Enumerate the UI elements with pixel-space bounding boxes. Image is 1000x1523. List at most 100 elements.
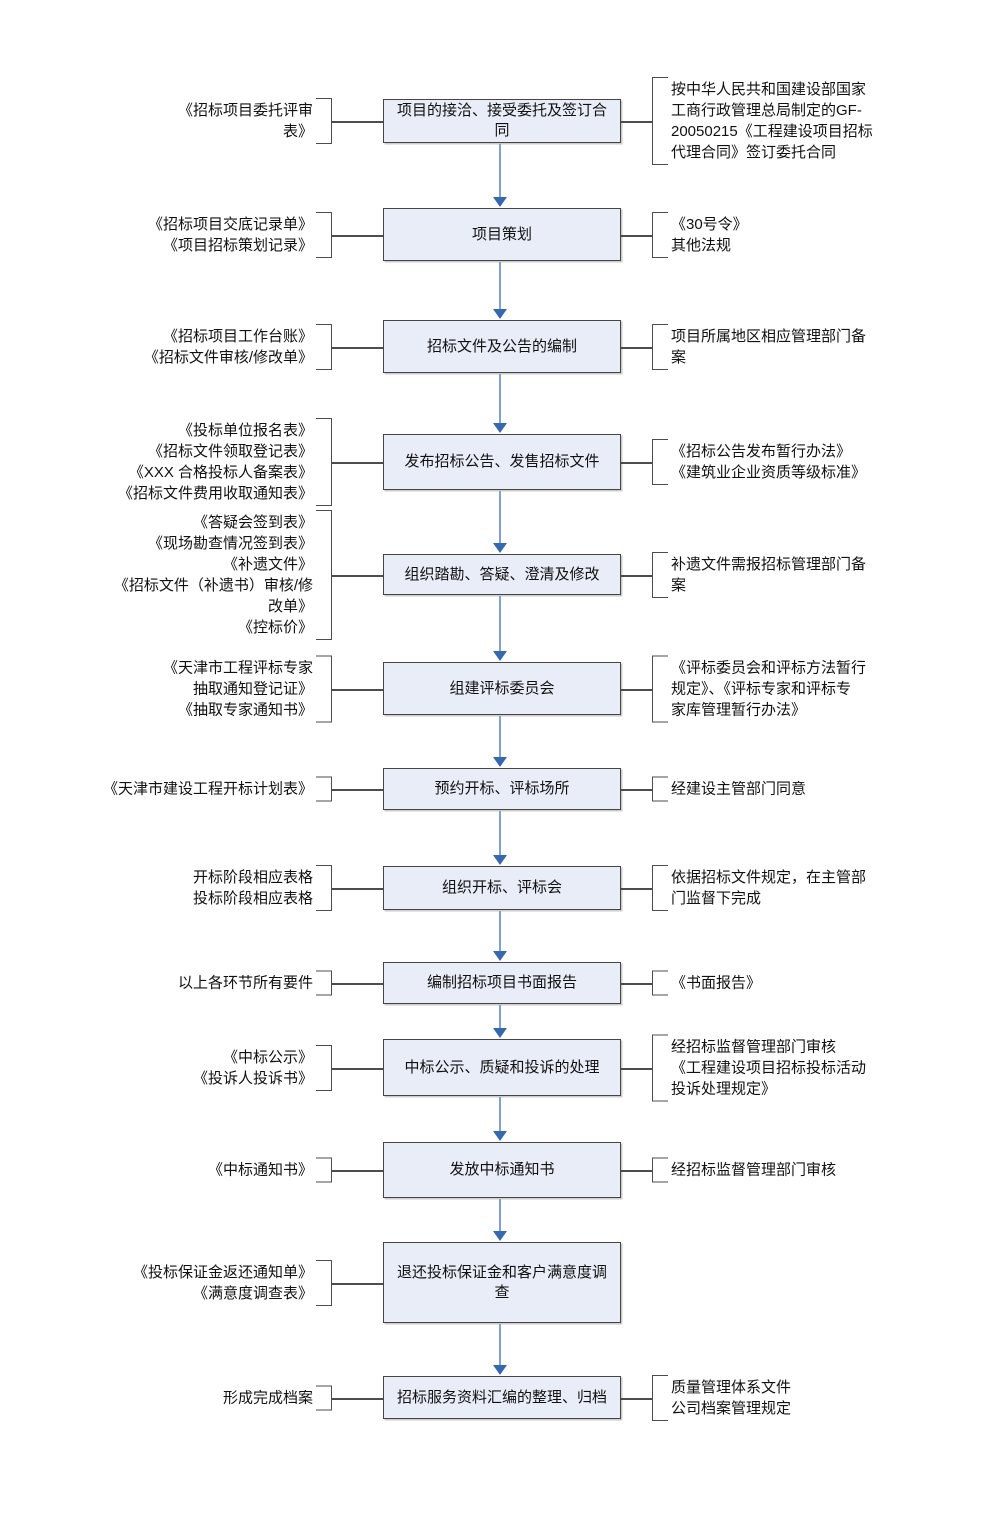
flow-step-row: 《投标保证金返还通知单》 《满意度调查表》 退还投标保证金和客户满意度调 查 [0, 1242, 1000, 1323]
right-note-callout: 《招标公告发布暂行办法》 《建筑业企业资质等级标准》 [652, 439, 866, 485]
arrow-stem [499, 1097, 501, 1132]
arrow-stem [499, 596, 501, 652]
arrow-head-icon [493, 309, 507, 319]
right-note-callout: 《评标委员会和评标方法暂行 规定》、《评标专家和评标专 家库管理暂行办法》 [652, 655, 866, 722]
flow-step-row: 《招标项目交底记录单》 《项目招标策划记录》 项目策划 《30号令》 其他法规 [0, 208, 1000, 261]
left-connector-line [332, 983, 383, 985]
left-documents-callout: 《投标单位报名表》 《招标文件领取登记表》 《XXX 合格投标人备案表》 《招标… [118, 418, 332, 506]
process-box-label: 组建评标委员会 [449, 679, 555, 697]
arrow-head-icon [493, 1131, 507, 1141]
arrow-head-icon [493, 651, 507, 661]
process-box: 发放中标通知书 [383, 1142, 621, 1198]
arrow-head-icon [493, 951, 507, 961]
arrow-stem [499, 144, 501, 198]
right-note-text: 《评标委员会和评标方法暂行 规定》、《评标专家和评标专 家库管理暂行办法》 [671, 659, 867, 718]
right-note-callout: 项目所属地区相应管理部门备 案 [652, 323, 867, 370]
arrow-head-icon [493, 757, 507, 767]
right-bracket-icon [652, 970, 668, 996]
left-documents-text: 《答疑会签到表》 《现场勘查情况签到表》 《补遗文件》 《招标文件（补遗书）审核… [113, 513, 313, 636]
flow-step-row: 形成完成档案 招标服务资料汇编的整理、归档 质量管理体系文件 公司档案管理规定 [0, 1374, 1000, 1421]
left-connector-line [332, 888, 383, 890]
right-connector-line [621, 983, 652, 985]
flow-step-row: 《招标项目工作台账》 《招标文件审核/修改单》 招标文件及公告的编制 项目所属地… [0, 320, 1000, 373]
right-bracket-icon [652, 865, 668, 911]
flow-arrow [0, 1324, 1000, 1375]
process-box-label: 组织踏勘、答疑、澄清及修改 [404, 565, 600, 583]
right-bracket-icon [652, 211, 668, 258]
right-bracket-icon [652, 323, 668, 370]
left-connector-line [332, 1397, 383, 1400]
left-documents-callout: 《天津市建设工程开标计划表》 [102, 776, 332, 802]
right-bracket-icon [652, 439, 668, 485]
right-connector-line [621, 1067, 652, 1070]
process-box: 招标服务资料汇编的整理、归档 [383, 1376, 621, 1419]
left-connector-line [332, 1282, 383, 1285]
right-connector-line [621, 1170, 652, 1172]
process-box-label: 项目的接洽、接受委托及签订合 同 [396, 102, 607, 139]
left-documents-text: 《中标公示》 《投诉人投诉书》 [192, 1048, 313, 1087]
left-bracket-icon [316, 1157, 332, 1183]
process-box: 编制招标项目书面报告 [383, 962, 621, 1004]
left-connector-line [332, 1067, 383, 1070]
left-bracket-icon [316, 211, 332, 258]
left-connector-line [332, 121, 383, 123]
process-box-label: 编制招标项目书面报告 [426, 974, 577, 991]
process-box-label: 中标公示、质疑和投诉的处理 [404, 1058, 600, 1076]
right-bracket-icon [652, 655, 668, 722]
right-note-text: 项目所属地区相应管理部门备 案 [671, 327, 867, 366]
right-connector-line [621, 346, 652, 349]
right-note-text: 《招标公告发布暂行办法》 《建筑业企业资质等级标准》 [671, 443, 867, 481]
left-documents-callout: 《天津市工程评标专家 抽取通知登记证》 《抽取专家通知书》 [163, 655, 332, 722]
arrow-head-icon [493, 855, 507, 865]
flow-step-row: 《中标公示》 《投诉人投诉书》 中标公示、质疑和投诉的处理 经招标监督管理部门审… [0, 1034, 1000, 1101]
right-note-callout: 经招标监督管理部门审核 《工程建设项目招标投标活动 投诉处理规定》 [652, 1034, 866, 1101]
right-connector-line [621, 462, 652, 464]
flow-step-row: 《投标单位报名表》 《招标文件领取登记表》 《XXX 合格投标人备案表》 《招标… [0, 418, 1000, 506]
right-connector-line [621, 1397, 652, 1400]
left-bracket-icon [316, 509, 332, 640]
left-documents-text: 以上各环节所有要件 [177, 974, 313, 992]
process-box-label: 招标服务资料汇编的整理、归档 [396, 1388, 607, 1406]
flow-step-row: 《答疑会签到表》 《现场勘查情况签到表》 《补遗文件》 《招标文件（补遗书）审核… [0, 509, 1000, 640]
left-bracket-icon [316, 323, 332, 370]
left-connector-line [332, 462, 383, 464]
right-note-text: 经建设主管部门同意 [671, 780, 807, 798]
left-documents-text: 《招标项目委托评审 表》 [177, 102, 313, 140]
arrow-stem [499, 374, 501, 424]
left-documents-text: 《投标保证金返还通知单》 《满意度调查表》 [132, 1263, 313, 1302]
left-bracket-icon [316, 418, 332, 506]
left-documents-text: 《天津市工程评标专家 抽取通知登记证》 《抽取专家通知书》 [162, 659, 313, 718]
right-note-callout: 《30号令》 其他法规 [652, 211, 748, 258]
process-box: 退还投标保证金和客户满意度调 查 [383, 1242, 621, 1323]
process-box: 项目策划 [383, 208, 621, 261]
right-bracket-icon [652, 1374, 668, 1421]
flow-step-row: 《天津市建设工程开标计划表》 预约开标、评标场所 经建设主管部门同意 [0, 768, 1000, 810]
left-documents-callout: 以上各环节所有要件 [177, 970, 332, 996]
arrow-head-icon [493, 543, 507, 553]
flow-arrow [0, 1097, 1000, 1141]
flow-arrow [0, 1199, 1000, 1241]
arrow-stem [499, 491, 501, 544]
right-note-text: 质量管理体系文件 公司档案管理规定 [671, 1378, 792, 1417]
left-documents-text: 《投标单位报名表》 《招标文件领取登记表》 《XXX 合格投标人备案表》 《招标… [117, 422, 313, 502]
flow-arrow [0, 262, 1000, 319]
left-documents-callout: 开标阶段相应表格 投标阶段相应表格 [193, 865, 332, 911]
process-box-label: 退还投标保证金和客户满意度调 查 [396, 1263, 607, 1301]
flow-step-row: 《中标通知书》 发放中标通知书 经招标监督管理部门审核 [0, 1142, 1000, 1198]
left-documents-text: 《天津市建设工程开标计划表》 [102, 780, 313, 798]
process-box: 组织踏勘、答疑、澄清及修改 [383, 554, 621, 595]
right-connector-line [621, 234, 652, 237]
arrow-head-icon [493, 1231, 507, 1241]
arrow-head-icon [493, 1028, 507, 1038]
right-note-text: 依据招标文件规定，在主管部 门监督下完成 [671, 869, 867, 907]
right-note-text: 按中华人民共和国建设部国家 工商行政管理总局制定的GF- 20050215《工程… [671, 81, 873, 161]
left-bracket-icon [316, 98, 332, 144]
right-connector-line [621, 888, 652, 890]
right-bracket-icon [652, 1034, 668, 1101]
left-connector-line [332, 688, 383, 691]
left-connector-line [332, 574, 383, 577]
flow-arrow [0, 811, 1000, 865]
left-connector-line [332, 1170, 383, 1172]
right-note-callout: 经建设主管部门同意 [652, 776, 807, 802]
left-bracket-icon [316, 970, 332, 996]
